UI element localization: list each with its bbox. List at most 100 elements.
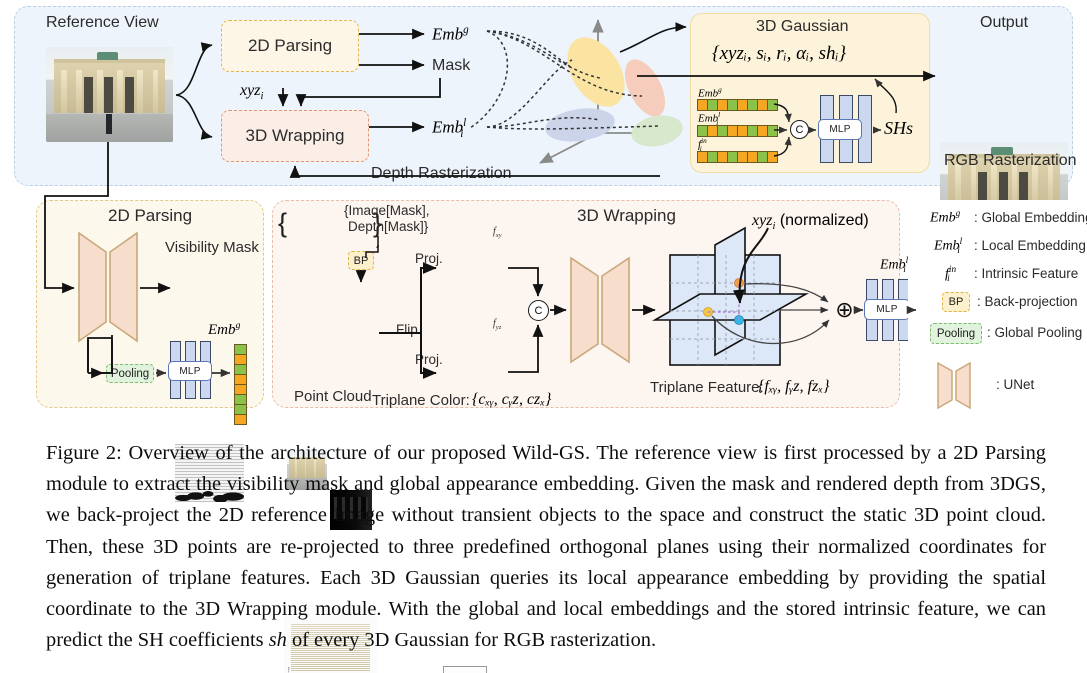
legend-pooling-box: Pooling [930, 323, 982, 344]
shs-output-label: SHs [884, 118, 914, 138]
module-2d-parsing[interactable]: 2D Parsing [221, 20, 359, 72]
triplane-feature-label: Triplane Feature: [650, 379, 764, 396]
tri-bot-fsub: yz [495, 324, 502, 331]
gauss-mlp-label: MLP [829, 124, 851, 135]
legend-sym-1-sub: i [957, 245, 960, 256]
wrapping-concat-node: C [528, 300, 549, 321]
emb-local-sup: l [463, 117, 467, 129]
flip-label: Flip [396, 322, 418, 337]
wrap-embl-sub: i [903, 264, 906, 275]
triplane-color-bot-sym: fyz [493, 318, 501, 331]
legend-text-0: : Global Embedding [974, 210, 1087, 225]
emb-global-output-label: Embg [432, 24, 469, 45]
visibility-mask-image [175, 444, 244, 502]
depth-rasterization-label: Depth Rasterization [371, 165, 512, 182]
legend-sym-0-base: Emb [930, 210, 956, 226]
tri-bot-f: f [493, 318, 496, 329]
gauss-embl-sub: i [716, 118, 719, 127]
gauss-fin-sub: i [699, 144, 702, 153]
xyz-base: xyz [240, 82, 261, 99]
legend-sym-2-base: f [945, 266, 949, 282]
pooling-box: Pooling [106, 364, 154, 383]
triplane-fxy-label: fxy [676, 263, 689, 282]
legend-text-2: : Intrinsic Feature [974, 266, 1079, 281]
proj-label-bottom: Proj. [415, 352, 443, 367]
legend-sym-1: Embli [934, 236, 963, 256]
gauss-embl-base: Emb [698, 112, 719, 125]
legend-sym-2: fini [945, 264, 956, 284]
legend-bp-box: BP [942, 292, 970, 312]
tri-top-f: f [493, 226, 496, 237]
emb-local-output-label: Embli [432, 117, 467, 140]
gauss-fin-base: f [698, 138, 702, 151]
legend-text-4: : Global Pooling [987, 325, 1083, 340]
emb-global-bar [697, 99, 778, 111]
caption-body: Overview of the architecture of our prop… [46, 442, 1046, 652]
legend-sym-3: BP [948, 296, 964, 308]
gaussian-box [690, 13, 930, 173]
legend-sym-2-sup: in [948, 264, 957, 274]
parsing-mlp-box: MLP [168, 361, 212, 381]
gauss-embg-base: Emb [698, 87, 719, 100]
proj-label-top: Proj. [415, 251, 443, 266]
parsing-embg-base: Emb [208, 322, 236, 338]
triplane-feature-set: {fₓᵧ, fᵧᴢ, fᴢₓ} [758, 378, 830, 395]
emb-local-bar [697, 125, 778, 137]
emb-local-base: Emb [432, 117, 464, 137]
wrapping-mlp-label: MLP [876, 304, 898, 315]
gauss-fin-sup: in [701, 137, 707, 145]
legend-panel [908, 200, 1076, 408]
figure-caption: Figure 2: Overview of the architecture o… [46, 438, 1046, 656]
point-cloud-image [284, 606, 377, 673]
gaussian-params: {xyzᵢ, sᵢ, rᵢ, αᵢ, shᵢ} [712, 43, 847, 64]
parsing-mlp-label: MLP [179, 365, 201, 377]
wrapping-concat-symbol: C [534, 304, 543, 317]
legend-text-5: : UNet [996, 377, 1035, 392]
triplane-color-top-1 [443, 666, 487, 673]
rgb-rasterization-label: RGB Rasterization [944, 152, 1077, 169]
caption-math: sh [268, 629, 287, 652]
xyz-input-label: xyzi [240, 82, 263, 102]
visibility-mask-label: Visibility Mask [165, 239, 259, 256]
legend-text-1: : Local Embedding [974, 238, 1086, 253]
gauss-embl-sup: l [718, 111, 721, 119]
bp-box: BP [348, 251, 374, 270]
emb-global-sup: g [463, 24, 469, 36]
gauss-f-intrinsic-label: fini [698, 137, 707, 153]
input-brace-open: { [278, 208, 288, 238]
triplane-color-top-sym: fxy [493, 226, 502, 239]
module-3d-wrapping-label: 3D Wrapping [245, 126, 345, 145]
legend-sym-1-sup: l [959, 236, 963, 246]
parsing-embg-sup: g [235, 320, 241, 331]
gauss-concat-node: C [790, 120, 809, 139]
masked-image-thumb [287, 450, 327, 490]
input-set-label-line1: {Image[Mask], [344, 203, 430, 218]
wrap-embl-sup: l [905, 255, 909, 265]
wrap-embl-base: Emb [880, 257, 906, 273]
tri-top-fsub: xy [495, 232, 502, 239]
gauss-mlp-box: MLP [818, 119, 862, 140]
legend-sym-2-sub: i [947, 273, 950, 284]
xyz-norm-suffix: (normalized) [775, 212, 869, 229]
wrapping-emb-local-label: Embli [880, 255, 909, 275]
pooling-label: Pooling [110, 367, 150, 380]
gauss-emb-local-label: Embli [698, 111, 721, 127]
parsing-emb-global-bar [234, 344, 247, 425]
legend-sym-0: Embg [930, 208, 960, 227]
sum-node: ⊕ [835, 296, 854, 322]
gaussian-title: 3D Gaussian [756, 18, 849, 35]
gauss-concat-symbol: C [795, 123, 804, 136]
legend-sym-1-base: Emb [934, 238, 960, 254]
module-3d-wrapping[interactable]: 3D Wrapping [221, 110, 369, 162]
xyz-sub: i [260, 91, 264, 103]
xyz-normalized-label: xyzi (normalized) [752, 212, 869, 232]
caption-tail: of every 3D Gaussian for RGB rasterizati… [286, 629, 657, 652]
xyz-norm-sub: i [772, 221, 776, 233]
legend-sym-4: Pooling [936, 327, 976, 340]
triplane-color-set: {cₓᵧ, cᵧᴢ, cᴢₓ} [472, 391, 552, 408]
mask-output-label: Mask [432, 57, 471, 74]
reference-view-label: Reference View [46, 14, 159, 31]
xyz-norm-base: xyz [752, 212, 773, 229]
input-set-label-line2: Depth[Mask]} [348, 219, 429, 234]
